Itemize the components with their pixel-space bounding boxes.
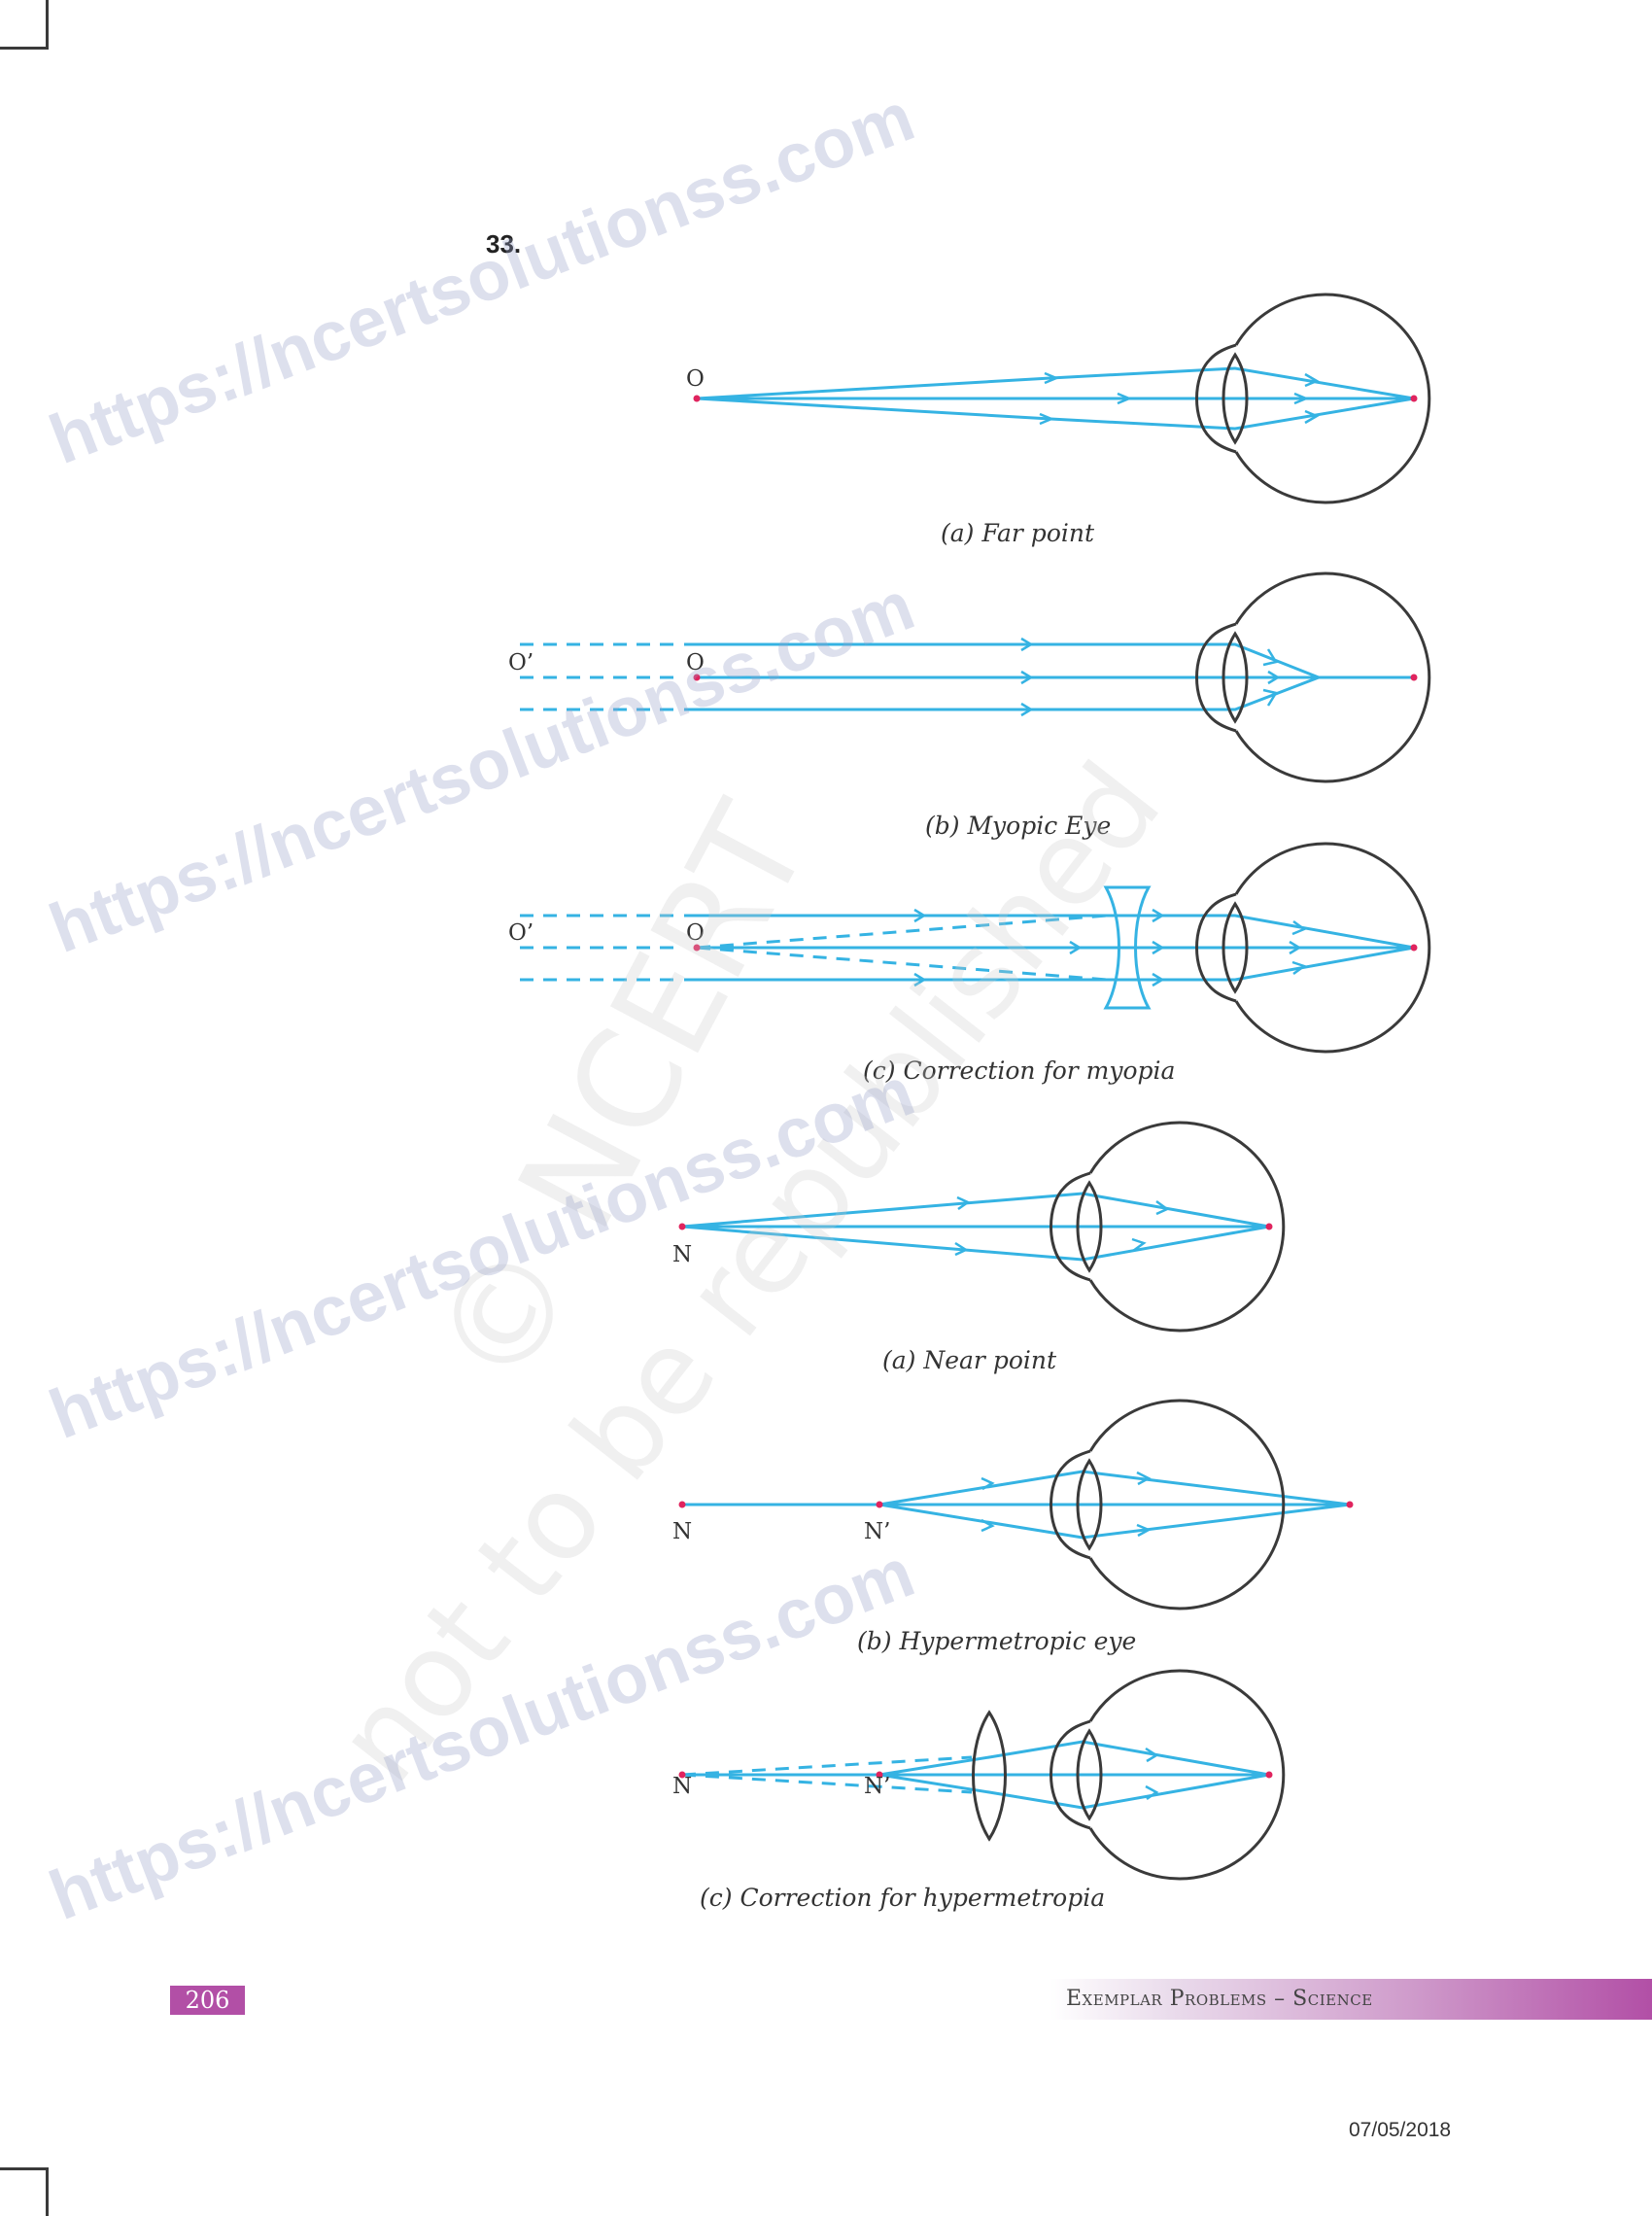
caption-hypermetropic-eye: (b) Hypermetropic eye bbox=[857, 1627, 1136, 1655]
crop-mark-top-horizontal bbox=[0, 47, 49, 50]
convex-lens-icon bbox=[972, 1710, 1007, 1842]
caption-near-point: (a) Near point bbox=[882, 1346, 1057, 1374]
print-date: 07/05/2018 bbox=[1349, 2119, 1452, 2141]
label-n: N bbox=[672, 1242, 692, 1267]
hypermetropic-eye-diagram: N N’ (b) Hypermetropic eye bbox=[672, 1399, 1354, 1655]
caption-hypermetropia-correction: (c) Correction for hypermetropia bbox=[700, 1884, 1105, 1912]
myopia-correction-diagram: O’ O (c) Correction for myopia bbox=[508, 842, 1431, 1085]
label-o-prime: O’ bbox=[508, 650, 533, 675]
concave-lens-icon bbox=[1103, 885, 1152, 1010]
label-o: O bbox=[686, 366, 705, 392]
question-number: 33. bbox=[486, 229, 522, 259]
caption-myopic-eye: (b) Myopic Eye bbox=[925, 812, 1111, 840]
label-n-prime: N’ bbox=[864, 1774, 890, 1799]
myopic-eye-diagram: O’ O (b) Myopic Eye bbox=[508, 571, 1431, 840]
caption-far-point: (a) Far point bbox=[941, 519, 1095, 547]
crop-mark-bottom-vertical bbox=[46, 2167, 49, 2216]
near-point-diagram: N (a) Near point bbox=[672, 1121, 1286, 1374]
footer-band bbox=[1050, 1979, 1652, 2020]
label-o: O bbox=[686, 650, 705, 675]
hypermetropia-correction-diagram: N N’ (c) Correction for hypermetropia bbox=[672, 1669, 1286, 1912]
far-point-diagram: O (a) Far point bbox=[686, 293, 1431, 547]
page-number: 206 bbox=[170, 1986, 245, 2015]
label-n: N bbox=[672, 1774, 692, 1799]
crop-mark-top-vertical bbox=[46, 0, 49, 50]
label-n-prime: N’ bbox=[864, 1519, 890, 1544]
label-n: N bbox=[672, 1519, 692, 1544]
label-o: O bbox=[686, 920, 705, 946]
crop-mark-bottom-horizontal bbox=[0, 2167, 49, 2170]
book-title: Exemplar Problems – Science bbox=[1066, 1987, 1373, 2011]
label-o-prime: O’ bbox=[508, 920, 533, 946]
caption-myopia-correction: (c) Correction for myopia bbox=[863, 1056, 1175, 1085]
